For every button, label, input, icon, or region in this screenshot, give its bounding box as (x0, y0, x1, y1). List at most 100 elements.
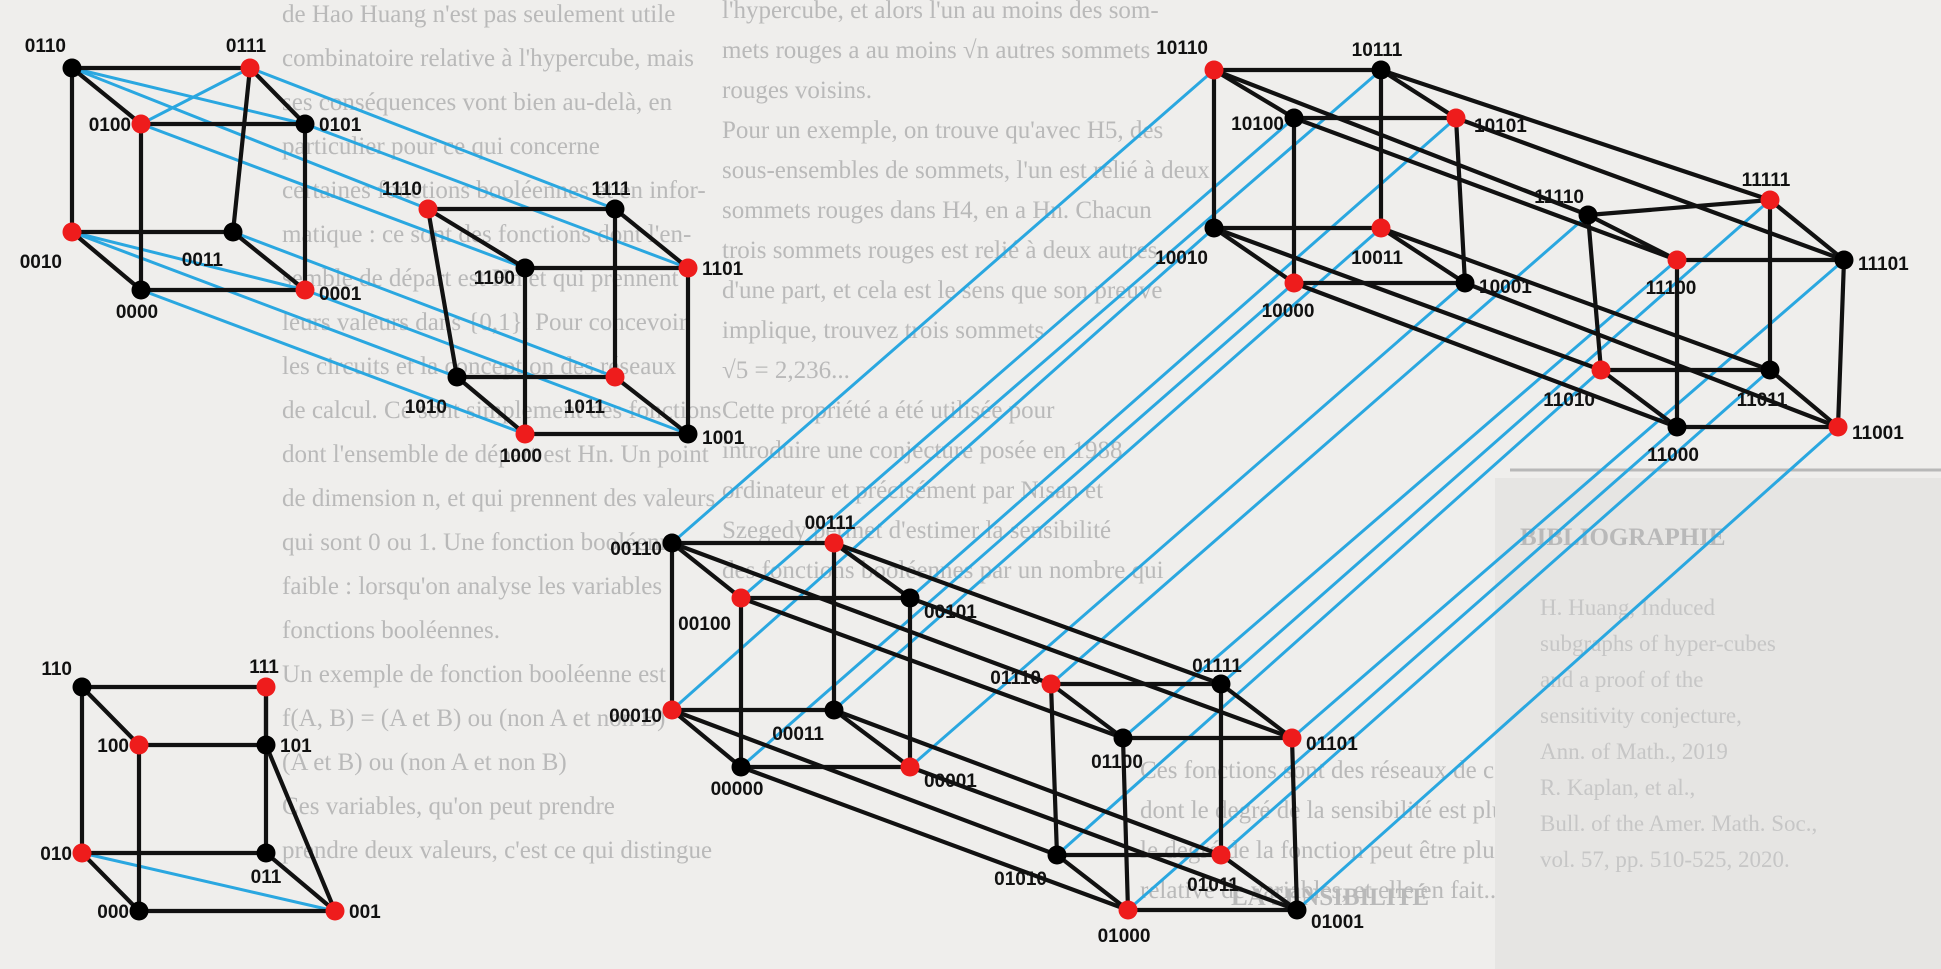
background-text-line: de dimension n, et qui prennent des vale… (282, 485, 715, 512)
vertex-111-red (256, 677, 276, 697)
vertex-label: 00001 (924, 771, 977, 792)
vertex-label: 1001 (702, 428, 745, 449)
edge-01011-01001 (1218, 852, 1300, 913)
edge-0111-0011 (230, 65, 253, 235)
edge-00110-00100 (669, 540, 744, 601)
edge-10110-11110 (1211, 67, 1591, 218)
vertex-label: 11011 (1737, 390, 1788, 411)
background-text-line: sommets rouges dans H4, en a Hn. Chacun (722, 197, 1152, 224)
vertex-01101-red (1282, 728, 1302, 748)
background-text-line: rouges voisins. (722, 77, 872, 104)
link-00100-10100 (739, 116, 1296, 600)
vertex-1111-black (605, 199, 625, 219)
background-text-line: Un exemple de fonction booléenne est (282, 661, 666, 688)
vertex-10011-red (1371, 218, 1391, 238)
link-00010-10010 (670, 226, 1216, 712)
link-00011-10011 (832, 226, 1383, 712)
edge-10000-11000 (1291, 280, 1680, 430)
vertex-label: 0001 (319, 284, 362, 305)
edge-10101-10001 (1453, 115, 1468, 286)
vertex-label: 1000 (500, 446, 542, 467)
background-text-line: qui sont 0 ou 1. Une fonction booléenne (282, 529, 683, 556)
link-0110-1110 (70, 66, 430, 211)
edge-00101-01101 (907, 595, 1295, 741)
edge-11011-11001 (1767, 367, 1841, 430)
vertex-label: 100 (97, 736, 129, 757)
sidebar-text-line: subgraphs of hyper-cubes (1540, 631, 1776, 656)
vertex-10101-red (1446, 108, 1466, 128)
vertex-00001-red (900, 757, 920, 777)
background-text-line: f(A, B) = (A et B) ou (non A et non B) (282, 705, 666, 732)
vertex-label: 00111 (805, 513, 856, 534)
vertex-label: 11100 (1646, 278, 1697, 299)
vertex-01010-black (1047, 845, 1067, 865)
edge-10100-11100 (1291, 115, 1680, 263)
vertex-01100-black (1113, 728, 1133, 748)
sidebar-panel (1495, 478, 1941, 969)
vertex-label: 0011 (182, 250, 224, 271)
edge-10111-11111 (1378, 67, 1773, 203)
vertex-1110-red (418, 199, 438, 219)
edge-1111-1101 (612, 206, 691, 271)
background-text-line: l'hypercube, et alors l'un au moins des … (722, 0, 1159, 24)
background-text-line: √5 = 2,236... (722, 357, 850, 384)
link-01101-11101 (1290, 258, 1846, 740)
vertex-label: 10001 (1479, 277, 1532, 298)
link-01110-11110 (1049, 213, 1590, 686)
background-text-line: prendre deux valeurs, c'est ce qui disti… (282, 837, 712, 864)
vertex-11111-red (1760, 190, 1780, 210)
vertex-label: 01001 (1311, 912, 1364, 933)
vertex-label: 110 (41, 659, 72, 680)
sidebar-text-line: Ann. of Math., 2019 (1540, 739, 1728, 764)
background-text-line: trois sommets rouges est relié à deux au… (722, 237, 1157, 264)
edge-01100-01000 (1120, 735, 1131, 913)
vertex-0110-black (62, 58, 82, 78)
edge-0010-0000 (69, 229, 144, 293)
vertex-0111-red (240, 58, 260, 78)
vertex-label: 01111 (1192, 656, 1242, 677)
edge-11110-11010 (1585, 212, 1604, 373)
edge-00010-01010 (669, 707, 1060, 858)
vertex-100-red (129, 735, 149, 755)
edge-0111-0101 (247, 65, 308, 127)
edge-11101-11001 (1835, 257, 1847, 430)
vertex-0011-black (223, 222, 243, 242)
edge-1110-1100 (425, 206, 528, 271)
vertex-label: 0111 (226, 36, 267, 57)
vertex-label: 00101 (924, 602, 977, 623)
vertex-001-red (325, 901, 345, 921)
edge-11111-11101 (1767, 197, 1847, 263)
vertex-00000-black (731, 757, 751, 777)
vertex-label: 10010 (1155, 248, 1208, 269)
link-00001-10001 (908, 281, 1467, 769)
edge-01110-01100 (1048, 681, 1126, 741)
edge-00011-00001 (831, 707, 913, 770)
vertex-0101-black (295, 114, 315, 134)
vertex-10100-black (1284, 108, 1304, 128)
vertex-10000-red (1284, 273, 1304, 293)
vertex-000-black (129, 901, 149, 921)
cube-edges (69, 65, 1847, 914)
background-text-line: faible : lorsqu'on analyse les variables (282, 573, 662, 600)
vertex-11011-black (1760, 360, 1780, 380)
sidebar-text-line: R. Kaplan, et al., (1540, 775, 1695, 800)
vertex-label: 00010 (609, 706, 662, 727)
edge-01010-01000 (1054, 852, 1131, 913)
vertex-label: 111 (249, 657, 279, 678)
vertex-01000-red (1118, 900, 1138, 920)
link-0001-1001 (303, 288, 690, 436)
background-text-line: ses conséquences vont bien au-delà, en (282, 89, 673, 116)
background-text-line: certaines fonctions booléennes et en inf… (282, 177, 706, 204)
background-text-line: particulier pour ce qui concerne (282, 133, 600, 160)
edge-01111-01101 (1218, 681, 1295, 741)
background-text-line: de Hao Huang n'est pas seulement utile (282, 1, 675, 28)
edge-0110-0100 (69, 65, 144, 127)
vertex-101-black (256, 735, 276, 755)
edge-101-001 (263, 742, 338, 914)
vertex-label: 0110 (25, 36, 66, 57)
sidebar-heading: BIBLIOGRAPHIE (1520, 524, 1726, 551)
vertex-00010-red (662, 700, 682, 720)
vertex-11010-red (1591, 360, 1611, 380)
vertex-11001-red (1828, 417, 1848, 437)
